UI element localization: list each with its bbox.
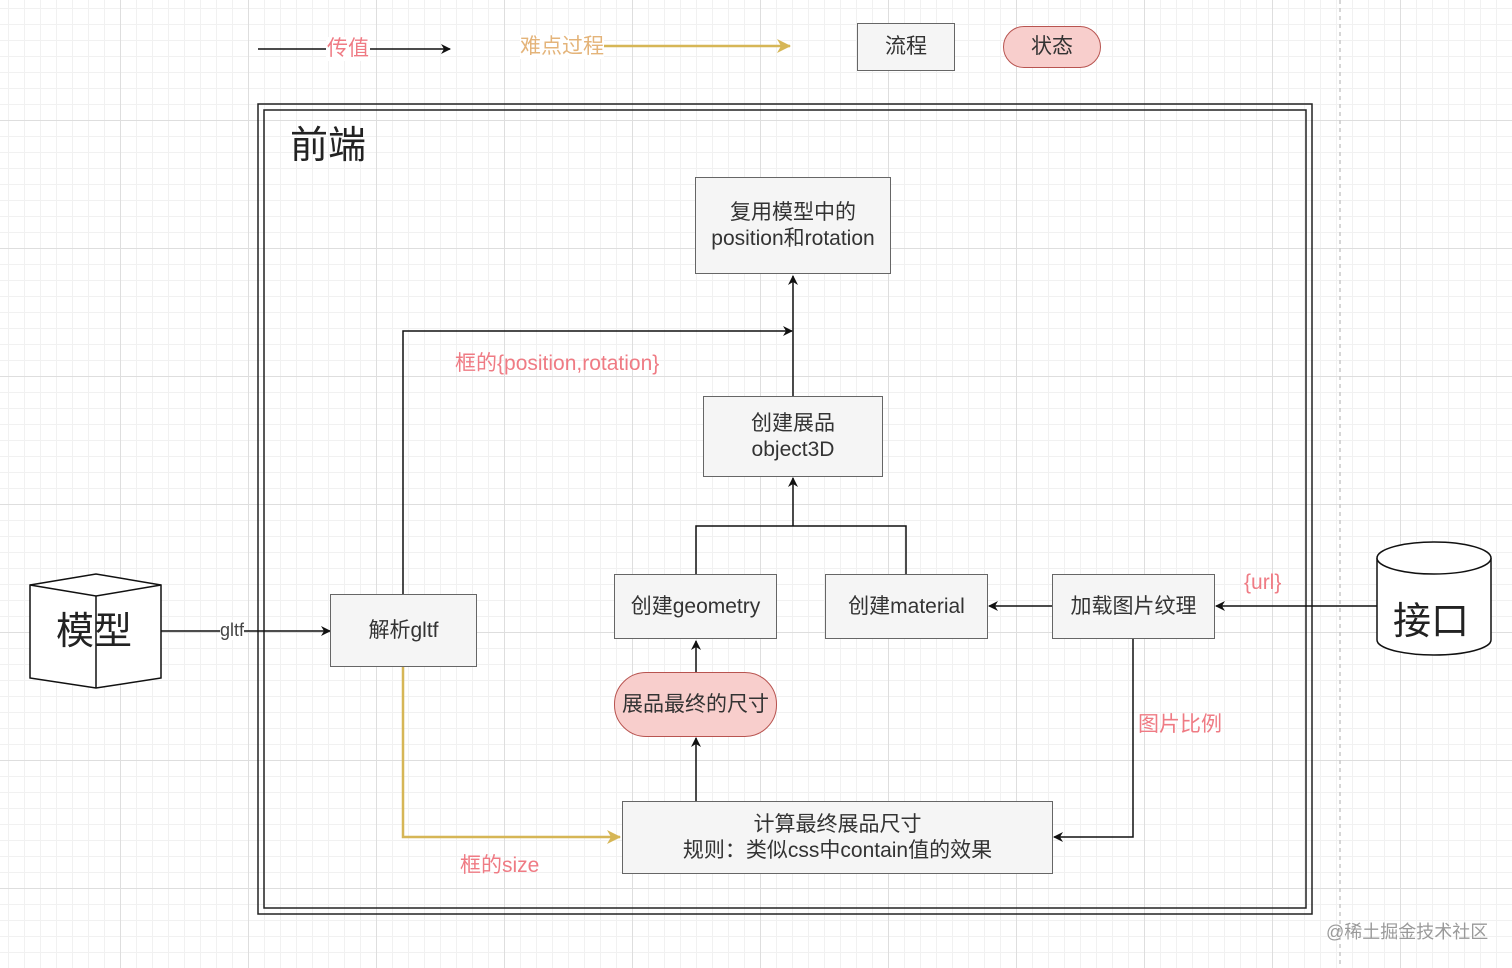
node-create-object3d: 创建展品 object3D — [703, 396, 883, 477]
legend-difficult-process-label: 难点过程 — [520, 35, 604, 59]
node-compute-line2: 规则：类似css中contain值的效果 — [682, 838, 993, 862]
legend-value-pass-label: 传值 — [326, 37, 370, 61]
node-create-object-line1: 创建展品 — [751, 411, 835, 435]
model-label: 模型 — [56, 611, 133, 653]
model-cube-icon — [29, 573, 162, 689]
node-reuse-line1: 复用模型中的 — [730, 200, 856, 224]
edge-label-image-ratio: 图片比例 — [1138, 713, 1222, 736]
node-create-object-line2: object3D — [751, 437, 835, 461]
node-compute-size: 计算最终展品尺寸 规则：类似css中contain值的效果 — [622, 801, 1053, 874]
node-final-size: 展品最终的尺寸 — [614, 672, 777, 737]
frontend-container-inner — [263, 109, 1307, 909]
edge-geometry-to-object — [695, 525, 907, 574]
edge-label-box-position-rotation: 框的{position,rotation} — [455, 352, 660, 375]
edge-label-box-size: 框的size — [460, 854, 540, 877]
api-label: 接口 — [1393, 601, 1470, 643]
node-compute-line1: 计算最终展品尺寸 — [753, 812, 922, 836]
edge-label-gltf: gltf — [220, 620, 245, 640]
node-create-material: 创建material — [825, 574, 988, 639]
frontend-container-title: 前端 — [290, 125, 367, 167]
watermark: @稀土掘金技术社区 — [1326, 922, 1489, 942]
node-reuse-line2: position和rotation — [711, 226, 875, 250]
node-create-geometry: 创建geometry — [614, 574, 777, 639]
legend-process-node: 流程 — [857, 23, 955, 71]
edge-parse-to-reuse — [402, 326, 793, 594]
edge-texture-to-compute — [1053, 639, 1134, 842]
legend-state-node: 状态 — [1003, 26, 1101, 68]
edge-parse-to-compute — [401, 667, 621, 844]
frontend-container-outer — [257, 103, 1313, 915]
node-load-texture: 加载图片纹理 — [1052, 574, 1215, 639]
node-reuse-position-rotation: 复用模型中的 position和rotation — [695, 177, 891, 274]
edge-label-url: {url} — [1244, 571, 1282, 594]
node-parse-gltf: 解析gltf — [330, 594, 477, 667]
api-database-icon — [1376, 541, 1492, 656]
